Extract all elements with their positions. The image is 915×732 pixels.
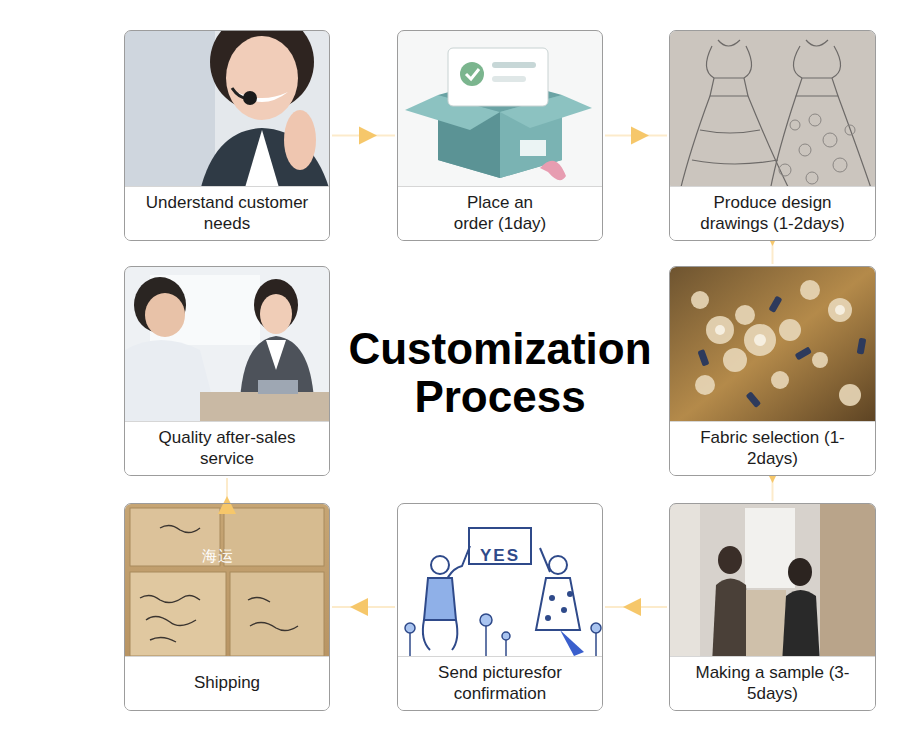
- flow-arrow: [332, 598, 395, 616]
- process-card: Fabric selection (1-2days): [669, 266, 876, 476]
- box-marking: 海运: [202, 547, 234, 566]
- workshop-photo: [670, 504, 875, 664]
- step-label: Understand customer needs: [132, 193, 322, 233]
- step-label: Fabric selection (1-2days): [678, 428, 868, 468]
- card-caption-area: Fabric selection (1-2days): [670, 421, 875, 475]
- arrow-head: [218, 496, 236, 514]
- card-image-slot: [670, 31, 875, 186]
- step-label: Send picturesfor confirmation: [405, 663, 595, 703]
- card-image-slot: [670, 267, 875, 421]
- process-card: Send picturesfor confirmation: [397, 503, 603, 711]
- flow-arrow: [218, 478, 236, 514]
- card-image-slot: [670, 504, 875, 656]
- fabric-photo: [670, 267, 875, 427]
- dress-sketch: [670, 31, 875, 191]
- arrow-line: [772, 243, 774, 264]
- card-image-slot: [125, 267, 329, 421]
- card-caption-area: Send picturesfor confirmation: [398, 656, 602, 710]
- step-label: Produce design drawings (1-2days): [678, 193, 868, 233]
- step-label: Making a sample (3-5days): [678, 663, 868, 703]
- card-caption-area: Produce design drawings (1-2days): [670, 186, 875, 240]
- card-image-slot: [398, 31, 602, 186]
- confirmation-illustration: [398, 504, 602, 664]
- meeting-photo: [125, 267, 329, 427]
- process-card: Making a sample (3-5days): [669, 503, 876, 711]
- card-caption-area: Place an order (1day): [398, 186, 602, 240]
- arrow-head: [350, 598, 368, 616]
- flow-arrow: [605, 127, 667, 145]
- process-card: Understand customer needs: [124, 30, 330, 241]
- card-caption-area: Quality after-sales service: [125, 421, 329, 475]
- process-card: Quality after-sales service: [124, 266, 330, 476]
- card-caption-area: Understand customer needs: [125, 186, 329, 240]
- process-card: Place an order (1day): [397, 30, 603, 241]
- card-caption-area: Shipping: [125, 656, 329, 710]
- card-image-slot: [398, 504, 602, 656]
- sign-text: YES: [480, 546, 520, 566]
- arrow-head: [623, 598, 641, 616]
- step-label: Place an order (1day): [448, 193, 553, 233]
- card-caption-area: Making a sample (3-5days): [670, 656, 875, 710]
- flow-arrow: [605, 598, 667, 616]
- process-card: Produce design drawings (1-2days): [669, 30, 876, 241]
- shipping-boxes-photo: [125, 504, 329, 664]
- diagram-title: Customization Process: [330, 325, 670, 420]
- arrow-head: [631, 127, 649, 145]
- process-card: Shipping: [124, 503, 330, 711]
- agent-photo: [125, 31, 329, 191]
- step-label: Shipping: [194, 673, 260, 693]
- flow-arrow: [332, 127, 395, 145]
- order-box-illustration: [398, 31, 602, 191]
- arrow-head: [359, 127, 377, 145]
- card-image-slot: [125, 504, 329, 656]
- card-image-slot: [125, 31, 329, 186]
- step-label: Quality after-sales service: [132, 428, 322, 468]
